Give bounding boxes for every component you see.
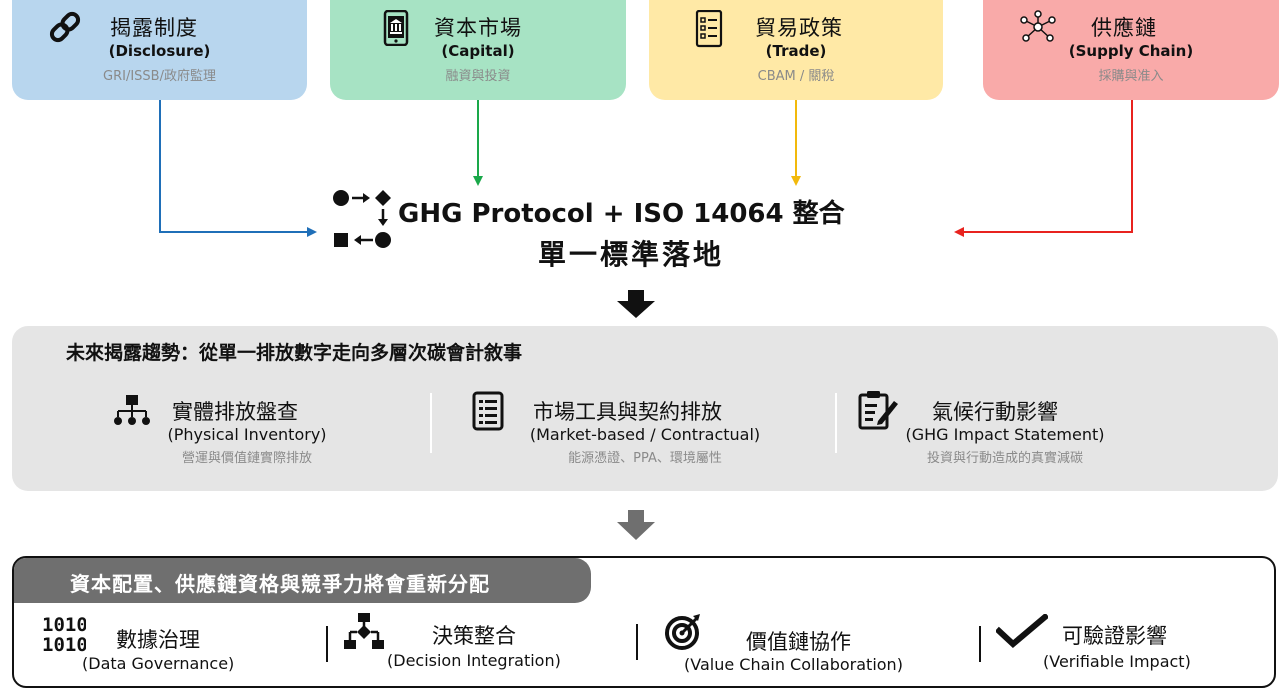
trend-column-subtitle: 能源憑證、PPA、環境屬性 bbox=[568, 451, 722, 466]
outcome-item-title: 決策整合 bbox=[432, 624, 516, 648]
driver-subtitle: 採購與准入 bbox=[1098, 69, 1164, 84]
trend-column-subtitle: 投資與行動造成的真實減碳 bbox=[926, 451, 1083, 466]
driver-disclosure: 揭露制度 (Disclosure) GRI/ISSB/政府監理 bbox=[12, 0, 307, 100]
disclosure-connector bbox=[159, 100, 308, 233]
decision-tree-icon bbox=[344, 612, 384, 654]
supply-chain-connector bbox=[962, 100, 1133, 233]
outcome-item-english: (Data Governance) bbox=[82, 654, 235, 673]
trend-panel bbox=[12, 326, 1278, 491]
trend-title: 未來揭露趨勢：從單一排放數字走向多層次碳會計敘事 bbox=[66, 342, 523, 364]
item-divider bbox=[636, 624, 638, 660]
central-title: GHG Protocol + ISO 14064 整合 bbox=[398, 199, 845, 229]
document-list-icon bbox=[472, 391, 504, 435]
outcome-item-title: 數據治理 bbox=[116, 628, 200, 652]
checklist-icon bbox=[695, 9, 723, 52]
driver-subtitle: CBAM / 關稅 bbox=[757, 69, 835, 84]
trend-column-english: (GHG Impact Statement) bbox=[905, 425, 1105, 444]
driver-supply-chain: 供應鏈 (Supply Chain) 採購與准入 bbox=[983, 0, 1279, 100]
process-flow-icon bbox=[332, 188, 394, 254]
disclosure-arrowhead bbox=[307, 227, 317, 237]
outcome-item-english: (Decision Integration) bbox=[387, 651, 561, 670]
binary-data-icon: 1010 1010 bbox=[42, 614, 88, 658]
down-arrow-primary bbox=[617, 290, 655, 318]
outcome-item-english: (Verifiable Impact) bbox=[1043, 652, 1191, 671]
capital-arrowhead bbox=[473, 176, 483, 186]
driver-title: 貿易政策 bbox=[755, 16, 843, 40]
central-subtitle: 單一標準落地 bbox=[538, 238, 725, 271]
trend-column-title: 市場工具與契約排放 bbox=[533, 400, 722, 424]
org-chart-icon bbox=[112, 393, 152, 431]
outcome-item-english: (Value Chain Collaboration) bbox=[684, 655, 903, 674]
trend-column-title: 實體排放盤查 bbox=[172, 400, 298, 424]
driver-title: 揭露制度 bbox=[110, 16, 198, 40]
clipboard-edit-icon bbox=[858, 390, 900, 434]
down-arrow-secondary bbox=[617, 510, 655, 540]
driver-title: 供應鏈 bbox=[1091, 16, 1157, 40]
item-divider bbox=[979, 626, 981, 662]
chain-link-icon bbox=[48, 10, 82, 48]
outcome-panel bbox=[12, 556, 1276, 688]
driver-capital: 資本市場 (Capital) 融資與投資 bbox=[330, 0, 626, 100]
trend-column-subtitle: 營運與價值鏈實際排放 bbox=[181, 451, 312, 466]
driver-english-label: (Disclosure) bbox=[108, 42, 211, 60]
outcome-item-title: 可驗證影響 bbox=[1062, 624, 1167, 648]
trend-column-english: (Market-based / Contractual) bbox=[529, 425, 761, 444]
svg-text:1010: 1010 bbox=[42, 614, 86, 636]
driver-english-label: (Supply Chain) bbox=[1068, 42, 1194, 60]
column-divider bbox=[430, 393, 432, 453]
svg-text:1010: 1010 bbox=[42, 634, 86, 654]
target-icon bbox=[664, 612, 704, 654]
column-divider bbox=[835, 393, 837, 453]
trend-column-english: (Physical Inventory) bbox=[167, 425, 327, 444]
outcome-banner-text: 資本配置、供應鏈資格與競爭力將會重新分配 bbox=[70, 572, 490, 596]
trade-arrowhead bbox=[791, 176, 801, 186]
driver-english-label: (Trade) bbox=[765, 42, 827, 60]
connector-arrows bbox=[159, 100, 1133, 318]
driver-english-label: (Capital) bbox=[441, 42, 515, 60]
driver-trade: 貿易政策 (Trade) CBAM / 關稅 bbox=[649, 0, 943, 100]
trend-column-title: 氣候行動影響 bbox=[932, 400, 1058, 424]
outcome-item-title: 價值鏈協作 bbox=[746, 630, 851, 654]
checkmark-icon bbox=[994, 612, 1050, 652]
network-nodes-icon bbox=[1019, 10, 1057, 48]
supply-chain-arrowhead bbox=[954, 227, 964, 237]
driver-subtitle: 融資與投資 bbox=[445, 69, 511, 84]
driver-title: 資本市場 bbox=[434, 16, 522, 40]
driver-subtitle: GRI/ISSB/政府監理 bbox=[103, 69, 216, 84]
item-divider bbox=[326, 626, 328, 662]
mobile-bank-icon bbox=[383, 9, 409, 50]
outcome-banner bbox=[14, 558, 591, 603]
